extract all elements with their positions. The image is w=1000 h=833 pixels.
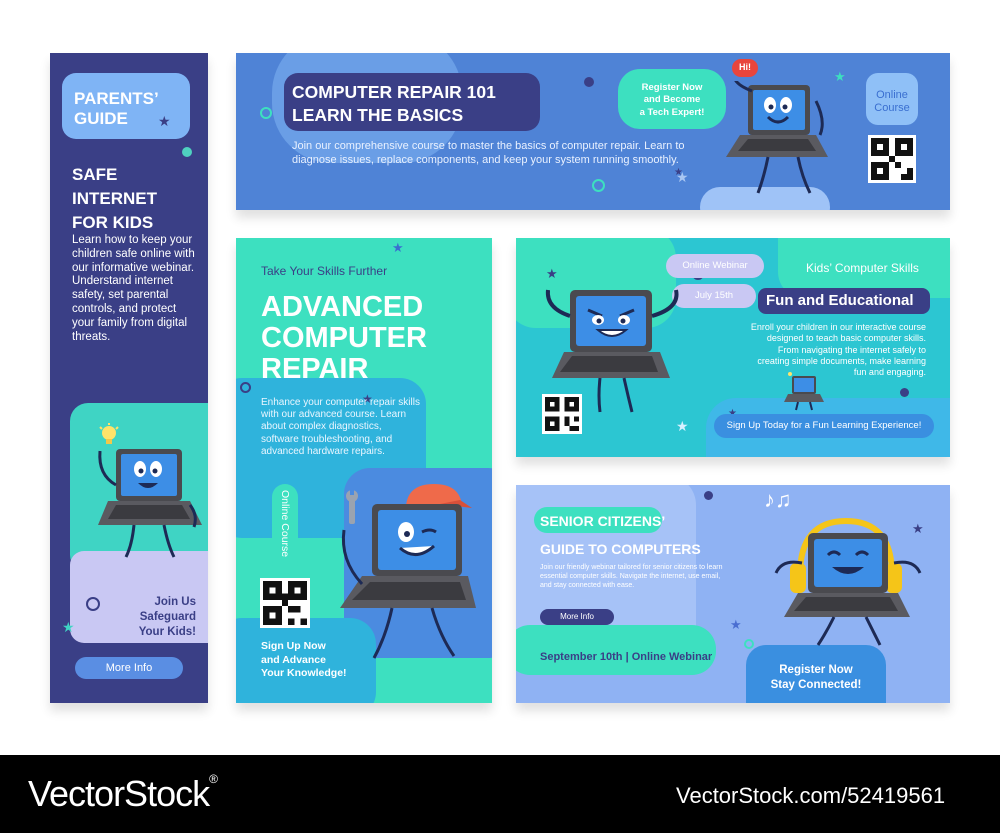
- advanced-vertical-tag: Online Course: [279, 490, 292, 558]
- stock-url: VectorStock.com/52419561: [676, 783, 946, 808]
- star-icon: ★: [912, 521, 924, 536]
- qr-code-icon: [542, 394, 582, 434]
- kids-skills-banner: ★ ★ ★ Online Webinar July 15th Kids’ Com…: [516, 238, 950, 457]
- star-icon: ★: [158, 113, 171, 129]
- star-icon: ★: [676, 418, 689, 434]
- seniors-body: Join our friendly webinar tailored for s…: [540, 564, 723, 590]
- qr-code-icon: [260, 578, 310, 628]
- star-icon: ★: [62, 619, 75, 635]
- webinar-bubble: [666, 254, 764, 278]
- mascot-blob: [700, 187, 830, 210]
- qr-code-icon: [868, 135, 916, 183]
- title-box: [284, 73, 540, 131]
- wrench-icon: [342, 490, 362, 531]
- circle-icon: [182, 147, 192, 157]
- repair101-bubble: Register Now and Become a Tech Expert!: [639, 82, 705, 118]
- advanced-body: Enhance your computer repair skills with…: [261, 397, 420, 457]
- title-blob: [62, 73, 190, 139]
- laptop-mascot-icon: [782, 372, 826, 412]
- vertical-tag: [272, 484, 298, 574]
- repair101-tag: Online Course: [874, 89, 910, 114]
- bg-panel: [746, 645, 886, 703]
- title-chip: [534, 507, 662, 533]
- kids-bubble-webinar: Online Webinar: [682, 260, 748, 271]
- circle-icon: [240, 382, 251, 393]
- date-bubble: [672, 284, 756, 308]
- kids-signup-button[interactable]: Sign Up Today for a Fun Learning Experie…: [714, 414, 934, 438]
- star-icon: ★: [674, 167, 683, 178]
- bg-panel: [236, 618, 376, 703]
- kids-title: Fun and Educational: [766, 292, 914, 309]
- kids-bubble-date: July 15th: [694, 290, 734, 301]
- parents-title: PARENTS’ GUIDE: [74, 89, 159, 128]
- laptop-mascot-icon: [712, 81, 830, 201]
- laptop-mascot-icon: [94, 445, 206, 563]
- title-box: [758, 288, 930, 314]
- star-icon: ★: [392, 240, 404, 255]
- circle-icon: [86, 597, 100, 611]
- repair101-title: COMPUTER REPAIR 101 LEARN THE BASICS: [292, 82, 496, 125]
- repair101-banner: COMPUTER REPAIR 101 LEARN THE BASICS Joi…: [236, 53, 950, 210]
- circle-icon: [592, 179, 605, 192]
- online-course-tag: [866, 73, 918, 125]
- laptop-mascot-icon: [336, 500, 476, 670]
- circle-icon: [704, 491, 713, 500]
- advanced-repair-banner: ★ ★ Take Your Skills Further ADVANCED CO…: [236, 238, 492, 703]
- seniors-date: September 10th | Online Webinar: [540, 651, 713, 663]
- advanced-cta: Sign Up Now and Advance Your Knowledge!: [261, 640, 347, 680]
- parents-heading: SAFE INTERNET FOR KIDS: [72, 165, 157, 232]
- parents-body: Learn how to keep your children safe onl…: [72, 234, 195, 343]
- advanced-kicker: Take Your Skills Further: [261, 264, 388, 278]
- hi-bubble: [732, 59, 758, 77]
- circle-icon: [744, 639, 754, 649]
- star-icon: ★: [546, 266, 558, 281]
- kids-tag: Kids’ Computer Skills: [806, 261, 919, 275]
- circle-icon: [260, 107, 272, 119]
- star-icon: ★: [728, 408, 737, 419]
- laptop-mascot-icon: [540, 286, 690, 416]
- star-icon: ★: [676, 169, 689, 185]
- more-info-button[interactable]: More Info: [75, 657, 183, 679]
- seniors-title-line1: SENIOR CITIZENS’: [540, 513, 666, 529]
- star-icon: ★: [362, 392, 373, 406]
- repair101-body: Join our comprehensive course to master …: [292, 140, 685, 167]
- kids-body: Enroll your children in our interactive …: [750, 322, 926, 377]
- circle-icon: [900, 388, 909, 397]
- brand-name: VectorStock®: [28, 772, 218, 814]
- watermark-footer: VectorStock® VectorStock.com/52419561: [0, 755, 1000, 833]
- circle-icon: [584, 77, 594, 87]
- advanced-title: ADVANCED COMPUTER REPAIR: [261, 291, 427, 386]
- seniors-title-line2: GUIDE TO COMPUTERS: [540, 541, 701, 557]
- parents-guide-banner: PARENTS’ GUIDE ★ SAFE INTERNET FOR KIDS …: [50, 53, 208, 703]
- seniors-more-info-button[interactable]: More Info: [540, 609, 614, 625]
- lightbulb-icon: [98, 423, 120, 454]
- star-icon: ★: [834, 69, 846, 84]
- music-notes-icon: ♪♫: [764, 487, 792, 512]
- speech-bubble: [618, 69, 726, 129]
- laptop-mascot-icon: [762, 529, 932, 649]
- seniors-banner: ★ ★ SENIOR CITIZENS’ GUIDE TO COMPUTERS …: [516, 485, 950, 703]
- parents-cta: Join Us Safeguard Your Kids!: [138, 596, 196, 638]
- seniors-cta: Register Now Stay Connected!: [770, 664, 862, 691]
- star-icon: ★: [730, 617, 742, 632]
- hi-label: Hi!: [739, 62, 751, 72]
- bg-panel: [516, 625, 716, 675]
